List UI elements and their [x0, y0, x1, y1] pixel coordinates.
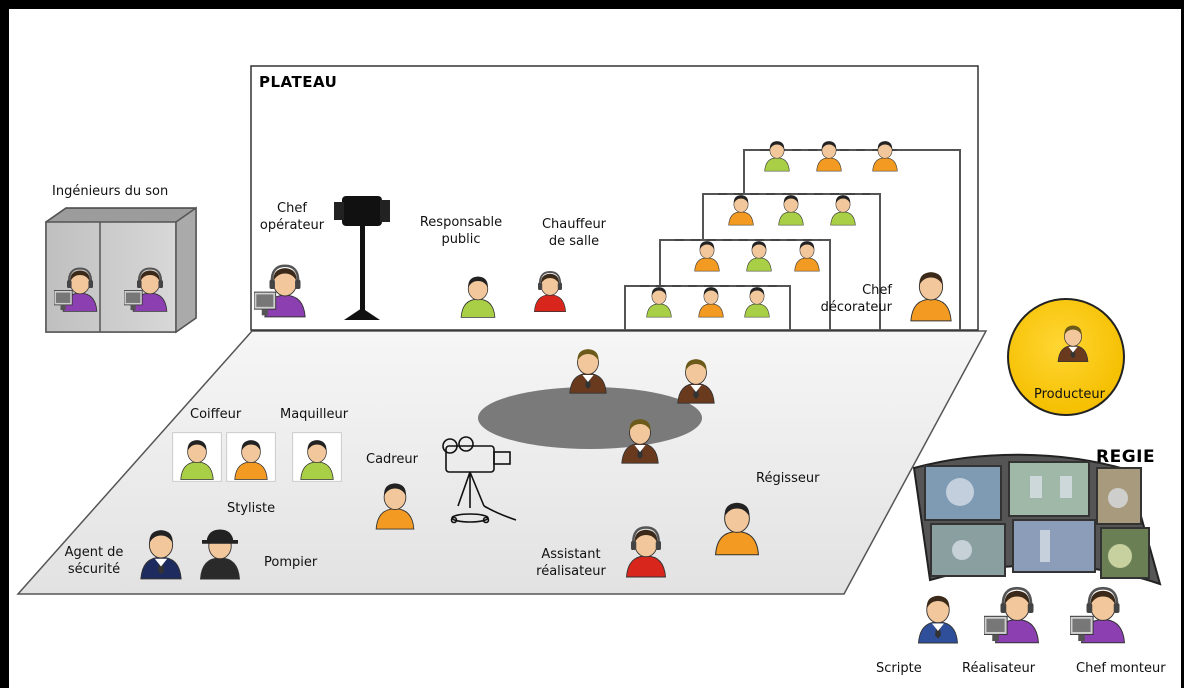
audience-row2-1 [694, 241, 720, 272]
presenter-1 [569, 349, 607, 394]
realisateur-label: Réalisateur [962, 661, 1036, 676]
agent-securite-text: Agent de sécurité [64, 545, 124, 577]
audience-row4-2 [816, 141, 842, 172]
coiffeur-label: Coiffeur [190, 407, 242, 422]
chef-decorateur-person [910, 272, 952, 322]
producteur-person [1057, 325, 1089, 363]
audience-row3-3 [830, 195, 856, 226]
responsable-public-label: Responsable public [410, 214, 512, 248]
assistant-realisateur-text: Assistant réalisateur [536, 547, 606, 579]
producteur-label: Producteur [1034, 387, 1105, 402]
audience-row3-2 [778, 195, 804, 226]
regisseur-label: Régisseur [756, 471, 820, 486]
studio-light-icon [334, 196, 390, 320]
audience-row1-1 [646, 287, 672, 318]
presenter-2 [677, 359, 715, 404]
audience-row1-3 [744, 287, 770, 318]
pompier-person [200, 529, 240, 580]
plateau-title: PLATEAU [259, 73, 338, 91]
regisseur-person [715, 502, 759, 556]
agent-securite-person [140, 530, 182, 580]
scripte-person [918, 595, 958, 644]
pompier-label: Pompier [264, 555, 318, 570]
assistant-realisateur-person [626, 526, 666, 578]
son-label: Ingénieurs du son [52, 184, 169, 199]
maquilleur-person [292, 432, 342, 482]
scripte-label: Scripte [876, 661, 922, 676]
styliste-label: Styliste [227, 501, 276, 516]
assistant-realisateur-label: Assistant réalisateur [530, 546, 612, 580]
audience-row3-1 [728, 195, 754, 226]
styliste-person [226, 432, 276, 482]
chef-monteur-person [1070, 586, 1125, 644]
realisateur-person [984, 586, 1039, 644]
chef-operateur-label: Chef opérateur [256, 200, 328, 234]
agent-securite-label: Agent de sécurité [58, 544, 130, 578]
chauffeur-salle-text: Chauffeur de salle [541, 217, 607, 249]
chauffeur-salle-person [534, 271, 566, 312]
responsable-public-person [460, 276, 496, 318]
maquilleur-label: Maquilleur [280, 407, 349, 422]
coiffeur-person [172, 432, 222, 482]
chef-monteur-label: Chef monteur [1076, 661, 1166, 676]
chef-operateur-person [254, 264, 306, 318]
sound-engineer-1 [54, 267, 98, 312]
presenter-3 [621, 419, 659, 464]
audience-row4-3 [872, 141, 898, 172]
chef-decorateur-text: Chef décorateur [820, 283, 892, 315]
cadreur-label: Cadreur [366, 452, 418, 467]
sound-engineer-2 [124, 267, 168, 312]
chauffeur-salle-label: Chauffeur de salle [530, 216, 618, 250]
regie-monitor-wall [912, 453, 1162, 586]
regie-title: REGIE [1096, 447, 1156, 467]
audience-row2-2 [746, 241, 772, 272]
audience-row1-2 [698, 287, 724, 318]
responsable-public-text: Responsable public [419, 215, 503, 247]
audience-row2-3 [794, 241, 820, 272]
chef-operateur-text: Chef opérateur [259, 201, 325, 233]
cadreur-person [375, 483, 415, 530]
film-camera-icon [442, 436, 517, 524]
audience-row4-1 [764, 141, 790, 172]
chef-decorateur-label: Chef décorateur [810, 282, 892, 316]
